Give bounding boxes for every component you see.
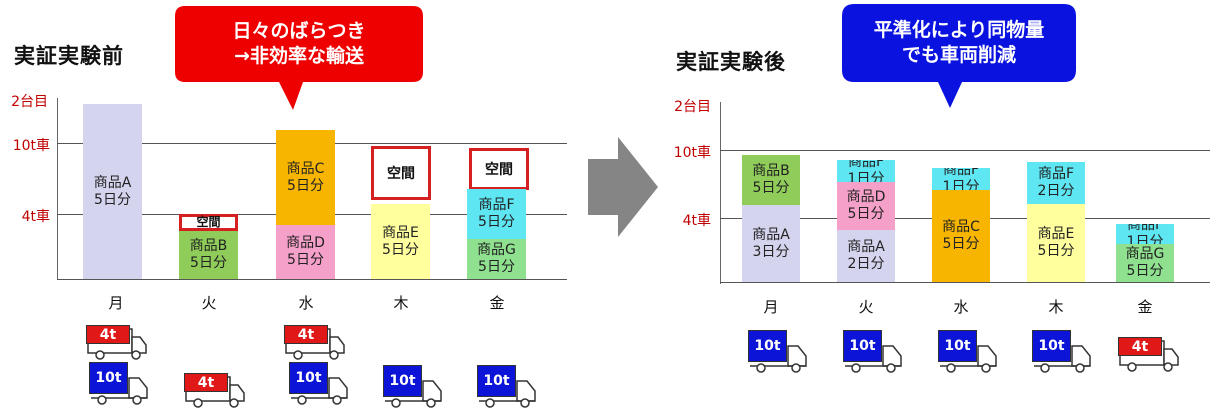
truck-wed-10t: 10t: [938, 330, 998, 373]
day-label-mon: 月: [108, 294, 124, 312]
truck-wed-10t: 10t: [289, 362, 349, 405]
truck-cargo-4t: 4t: [1118, 337, 1162, 356]
transition-arrow-icon: [588, 137, 658, 237]
axis-label-2nd-truck: 2台目: [674, 99, 711, 115]
axis-label-4t: 4t車: [21, 209, 50, 225]
truck-cargo-10t: 10t: [89, 362, 128, 394]
bar-thu-product-f: 商品F 2日分: [1027, 162, 1085, 204]
before-callout: 日々のばらつき →非効率な輸送: [175, 6, 423, 110]
after-callout: 平準化により同物量 でも車両削減: [842, 4, 1076, 108]
bar-tue-product-f: 商品F 1日分: [837, 160, 895, 182]
bar-thu-product-e: 商品E 5日分: [371, 204, 430, 279]
bar-mon-product-a: 商品A 3日分: [742, 205, 800, 282]
x-axis: [57, 279, 567, 280]
callout-line-1: 日々のばらつき: [232, 20, 366, 42]
truck-cargo-10t: 10t: [748, 330, 787, 362]
day-label-wed: 水: [953, 298, 969, 316]
axis-label-10t: 10t車: [12, 138, 50, 154]
day-label-wed: 水: [298, 294, 314, 312]
truck-mon-10t: 10t: [748, 330, 808, 373]
x-axis: [720, 282, 1210, 283]
bar-mon-product-b: 商品B 5日分: [742, 155, 800, 205]
callout-line-2: →非効率な輸送: [234, 45, 364, 67]
day-label-mon: 月: [763, 298, 779, 316]
bar-fri-space: 空間: [469, 148, 529, 190]
callout-bubble-shape: [175, 6, 423, 110]
day-label-thu: 木: [393, 294, 409, 312]
truck-cargo-4t: 4t: [284, 325, 328, 344]
bar-fri-product-g: 商品G 5日分: [467, 239, 526, 279]
bar-thu-product-e: 商品E 5日分: [1027, 204, 1085, 282]
line-10t: [720, 150, 1210, 151]
day-label-thu: 木: [1048, 298, 1064, 316]
bar-wed-product-c: 商品C 5日分: [932, 190, 990, 282]
truck-tue-4t: 4t: [184, 373, 246, 408]
bar-fri-product-g: 商品G 5日分: [1116, 244, 1174, 282]
truck-cargo-10t: 10t: [383, 365, 422, 397]
truck-cargo-10t: 10t: [938, 330, 977, 362]
axis-label-4t: 4t車: [682, 213, 711, 229]
truck-cargo-10t: 10t: [289, 362, 328, 394]
y-axis: [57, 98, 58, 280]
day-label-tue: 火: [858, 298, 874, 316]
truck-mon-10t: 10t: [89, 362, 149, 405]
bar-wed-product-c: 商品C 5日分: [276, 130, 335, 225]
bar-fri-product-f: 商品F 5日分: [467, 189, 526, 239]
axis-label-2nd-truck: 2台目: [11, 94, 48, 110]
before-title: 実証実験前: [14, 44, 124, 68]
truck-cargo-4t: 4t: [86, 325, 130, 344]
bar-tue-product-b: 商品B 5日分: [179, 231, 238, 279]
bar-fri-product-f: 商品F 1日分: [1116, 224, 1174, 244]
after-title: 実証実験後: [676, 50, 786, 74]
axis-label-10t: 10t車: [673, 145, 711, 161]
truck-wed-4t: 4t: [284, 325, 346, 360]
callout-line-1: 平準化により同物量: [873, 19, 1045, 41]
callout-bubble-shape: [842, 4, 1076, 108]
y-axis: [720, 102, 721, 284]
day-label-fri: 金: [489, 294, 505, 312]
bar-tue-product-a: 商品A 2日分: [837, 230, 895, 282]
day-label-tue: 火: [201, 294, 217, 312]
truck-tue-10t: 10t: [843, 330, 903, 373]
bar-tue-space: 空間: [179, 214, 238, 231]
truck-thu-10t: 10t: [1032, 330, 1092, 373]
truck-cargo-4t: 4t: [184, 373, 228, 392]
callout-line-2: でも車両削減: [901, 44, 1016, 66]
truck-thu-10t: 10t: [383, 365, 443, 408]
truck-fri-4t: 4t: [1118, 337, 1180, 372]
bar-mon-product-a: 商品A 5日分: [83, 104, 142, 279]
bar-wed-product-d: 商品D 5日分: [276, 225, 335, 279]
bar-thu-space: 空間: [371, 146, 431, 200]
day-label-fri: 金: [1137, 298, 1153, 316]
truck-mon-4t: 4t: [86, 325, 148, 360]
truck-cargo-10t: 10t: [1032, 330, 1071, 362]
truck-cargo-10t: 10t: [843, 330, 882, 362]
bar-tue-product-d: 商品D 5日分: [837, 182, 895, 230]
truck-fri-10t: 10t: [477, 365, 537, 408]
truck-cargo-10t: 10t: [477, 365, 516, 397]
bar-wed-product-f: 商品F 1日分: [932, 168, 990, 190]
